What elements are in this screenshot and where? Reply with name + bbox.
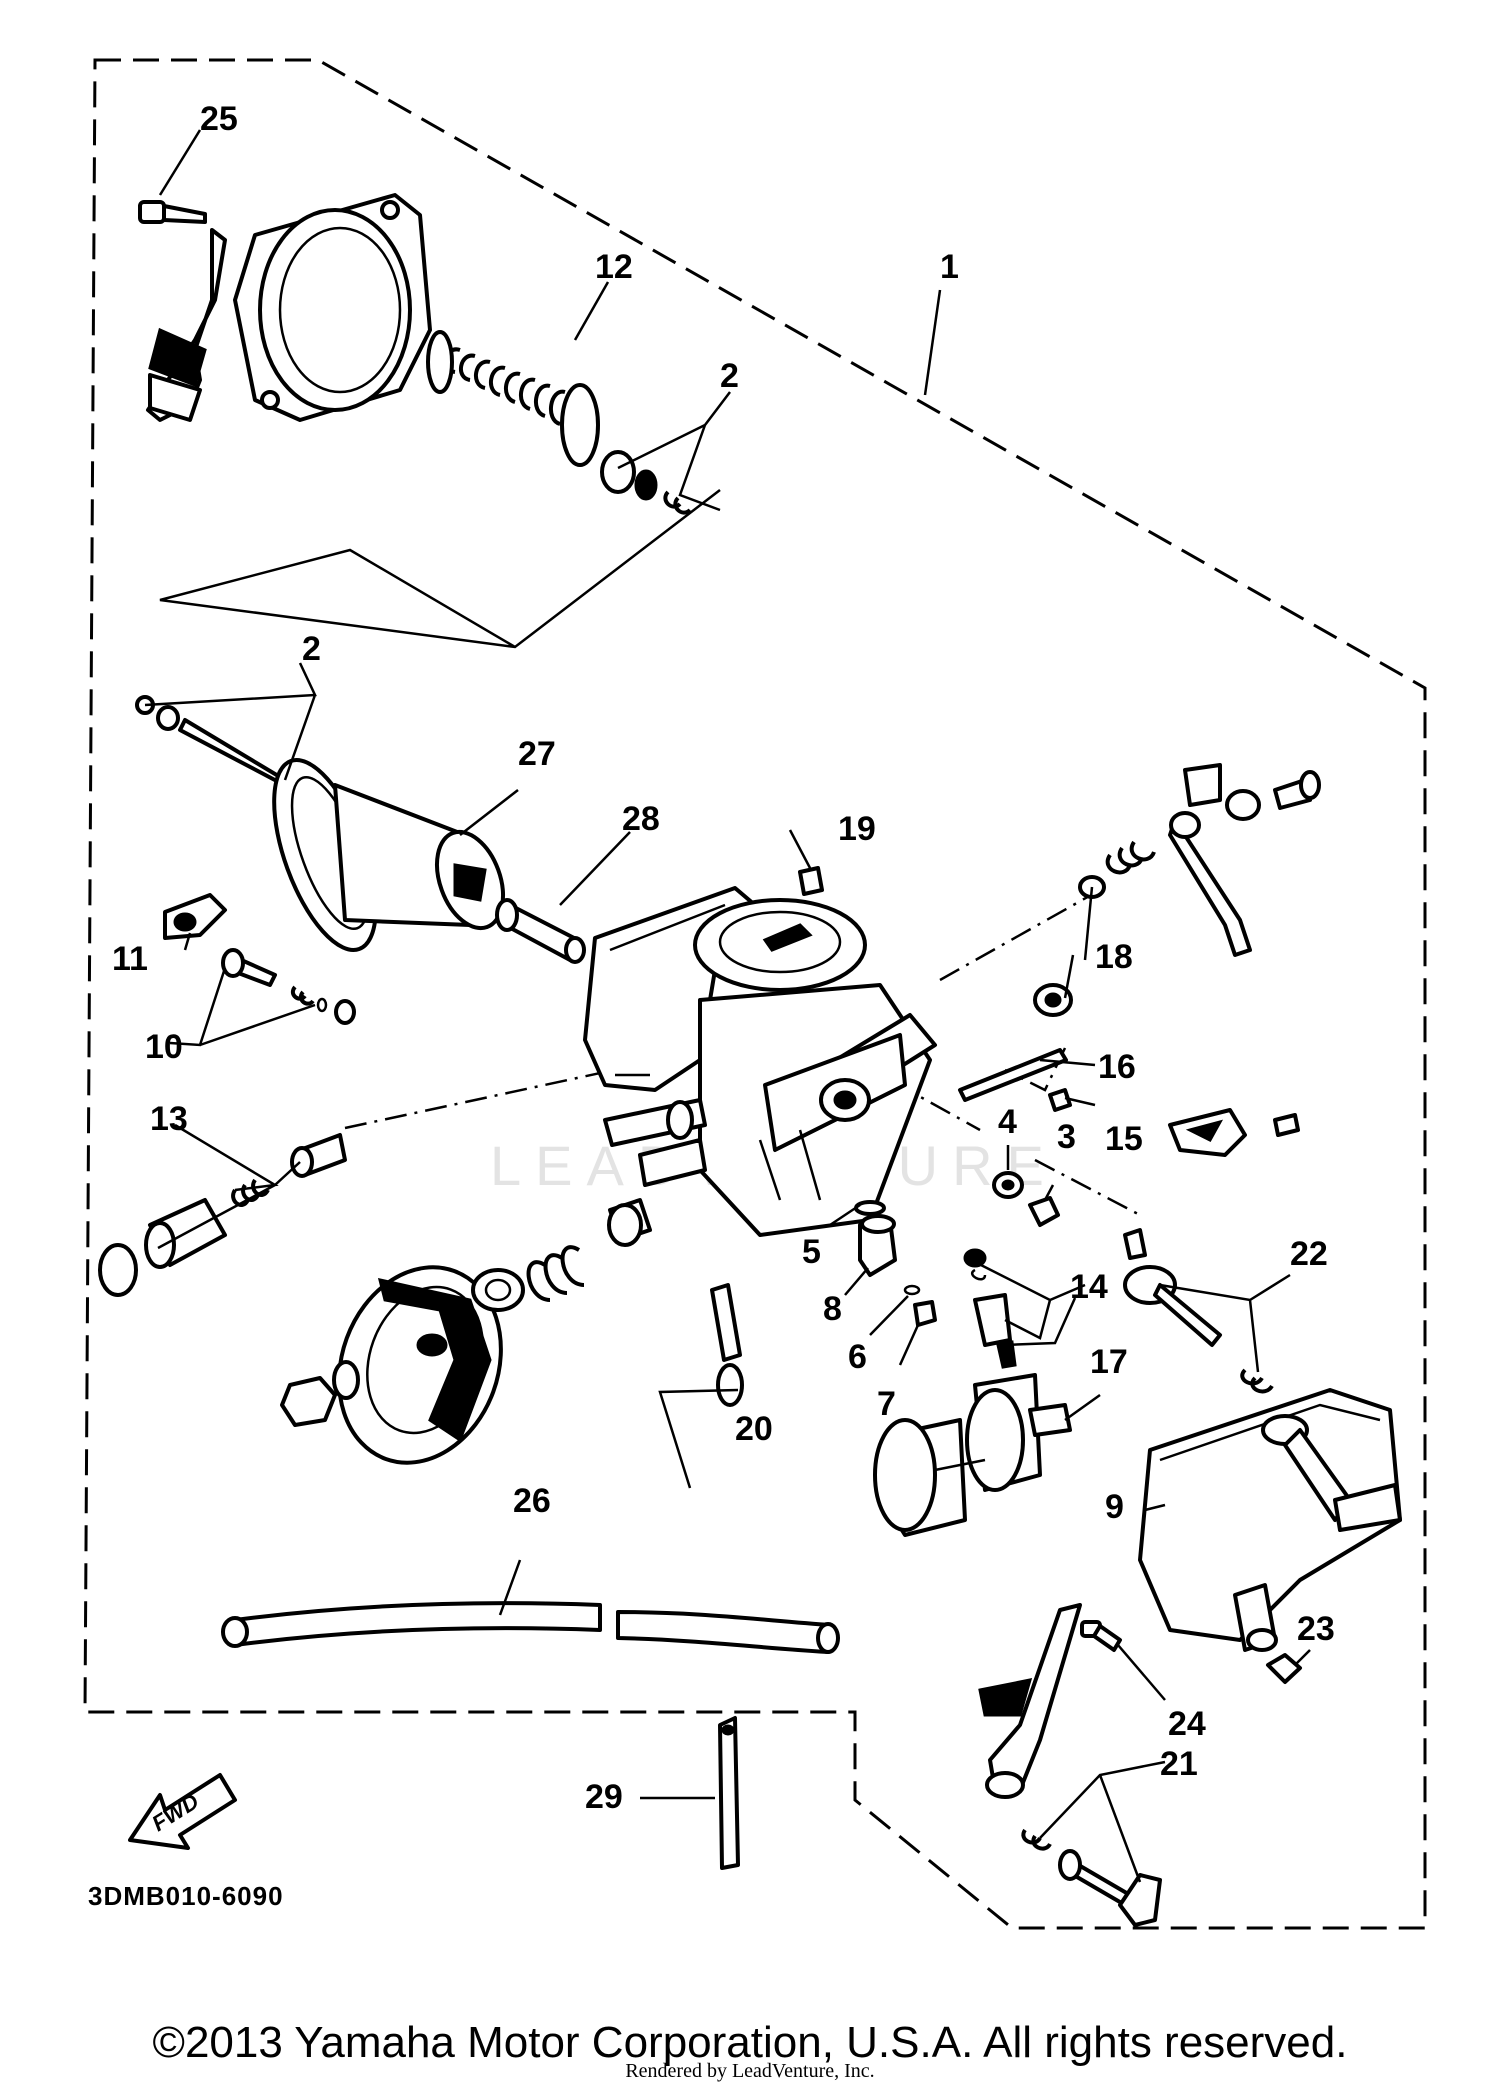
callout-1: 1 [940, 248, 959, 286]
part-28-holder [495, 898, 586, 964]
callout-11: 11 [112, 940, 148, 978]
part-22-screw [1123, 1228, 1274, 1394]
copyright-notice: ©2013 Yamaha Motor Corporation, U.S.A. A… [152, 2018, 1348, 2067]
assembly-line [939, 888, 1101, 982]
callout-17: 17 [1090, 1343, 1128, 1381]
callout-4: 4 [998, 1103, 1017, 1141]
callout-7: 7 [877, 1385, 896, 1423]
right-bracket [1168, 1108, 1300, 1157]
callout-3: 3 [1057, 1118, 1076, 1156]
carburetor-top-cover [233, 193, 432, 422]
part-15-screw [1048, 1088, 1072, 1112]
diagram-code: 3DMB010-6090 [88, 1881, 284, 1911]
callout-23: 23 [1297, 1610, 1335, 1648]
callout-16: 16 [1098, 1048, 1136, 1086]
part-20-idle-screw [710, 1283, 744, 1407]
callout-20: 20 [735, 1410, 773, 1448]
callout-2-upper: 2 [720, 357, 739, 395]
part-12-spring [426, 330, 600, 467]
choke-lever [1168, 763, 1321, 957]
carburetor-body [583, 886, 937, 1237]
part-17-float [873, 1373, 1072, 1537]
part-18-collar [1033, 983, 1073, 1017]
part-2-needle-set [135, 695, 292, 790]
part-26-hose [221, 1601, 840, 1654]
callout-24: 24 [1168, 1705, 1206, 1743]
callout-21: 21 [1160, 1745, 1198, 1783]
throttle-spring [526, 1198, 652, 1302]
callout-26: 26 [513, 1482, 551, 1520]
part-21-idle-adjuster [1021, 1828, 1162, 1927]
callout-22: 22 [1290, 1235, 1328, 1273]
callout-13: 13 [150, 1100, 188, 1138]
callout-8: 8 [823, 1290, 842, 1328]
throttle-pulley [280, 1265, 525, 1465]
part-callouts: 1 2 2 3 4 5 6 7 8 9 10 11 12 13 14 15 16… [112, 100, 1335, 1816]
callout-12: 12 [595, 248, 633, 286]
part-8-needle-jet [854, 1200, 897, 1277]
part-2-upper-set [600, 450, 692, 515]
part-10-pilot-screw [221, 948, 356, 1025]
callout-19: 19 [838, 810, 876, 848]
part-9-float-bowl [1138, 1388, 1402, 1652]
group-bracket [159, 489, 721, 649]
callout-28: 28 [622, 800, 660, 838]
part-16-shaft [958, 1048, 1068, 1102]
callout-25: 25 [200, 100, 238, 138]
assembly-line [1034, 1158, 1141, 1217]
callout-14: 14 [1070, 1268, 1108, 1306]
callout-15: 15 [1105, 1120, 1143, 1158]
part-7-main-jet [913, 1300, 937, 1327]
callout-5: 5 [802, 1233, 821, 1271]
part-4-washer [992, 1171, 1024, 1199]
part-27-diaphragm [272, 758, 505, 952]
part-3-screw [1028, 1196, 1060, 1227]
callout-29: 29 [585, 1778, 623, 1816]
rendered-by-notice: Rendered by LeadVenture, Inc. [625, 2060, 875, 2082]
fwd-arrow-icon: FWD [128, 1773, 237, 1850]
part-6-oring [903, 1284, 921, 1296]
lower-bracket [978, 1603, 1082, 1799]
leader-lines [144, 129, 1311, 1883]
part-29-strap [718, 1716, 740, 1870]
assembly-boundary [83, 58, 1427, 1930]
part-23-screw [1266, 1653, 1302, 1684]
callout-2-lower: 2 [302, 630, 321, 668]
part-24-screw [1080, 1620, 1122, 1652]
part-13-starter-plunger [98, 1133, 347, 1297]
part-25-lever [138, 200, 227, 422]
callout-18: 18 [1095, 938, 1133, 976]
callout-27: 27 [518, 735, 556, 773]
part-19-screw [798, 866, 824, 896]
part-14-float-valve [963, 1248, 1017, 1369]
callout-10: 10 [145, 1028, 183, 1066]
callout-9: 9 [1105, 1488, 1124, 1526]
callout-6: 6 [848, 1338, 867, 1376]
part-11-plate [163, 893, 227, 940]
